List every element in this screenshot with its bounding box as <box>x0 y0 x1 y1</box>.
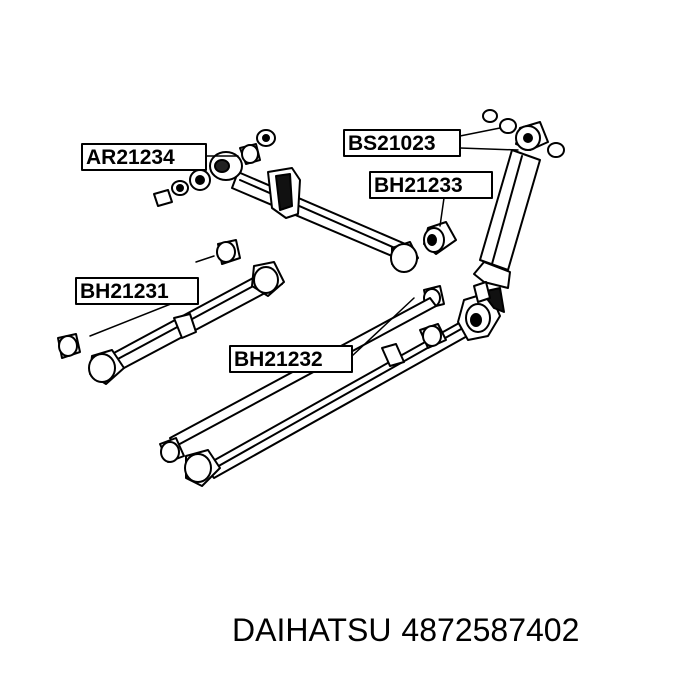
ar21234-hardware <box>153 129 276 207</box>
callout-bh21233-text: BH21233 <box>374 174 463 197</box>
callout-bh21231: BH21231 <box>75 277 199 305</box>
part-number: 4872587402 <box>401 612 580 648</box>
shock-absorber <box>473 109 565 289</box>
upper-lateral-rod <box>209 151 419 273</box>
callout-bh21232: BH21232 <box>229 345 353 373</box>
trailing-arm-short <box>57 239 285 385</box>
callout-bh21231-text: BH21231 <box>80 280 169 303</box>
callout-ar21234: AR21234 <box>81 143 207 171</box>
callout-bs21023-text: BS21023 <box>348 132 436 155</box>
callout-bh21233: BH21233 <box>369 171 493 199</box>
callout-bs21023: BS21023 <box>343 129 461 157</box>
callout-ar21234-text: AR21234 <box>86 146 175 169</box>
callout-bh21232-text: BH21232 <box>234 348 323 371</box>
brand-name: DAIHATSU <box>232 612 392 648</box>
bush-bh21233 <box>423 221 457 255</box>
